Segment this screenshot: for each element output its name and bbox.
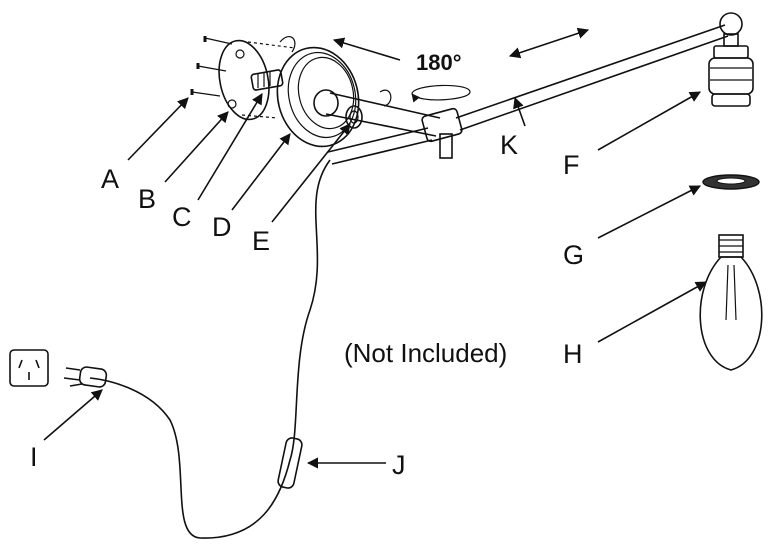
shade-ring <box>702 174 760 190</box>
wall-canopy <box>276 46 360 148</box>
rotation-indicators <box>279 36 471 107</box>
extend-arrow <box>508 27 590 59</box>
part-label-k: K <box>500 130 518 160</box>
part-label-e: E <box>252 226 270 256</box>
swing-arrow <box>332 37 401 61</box>
power-plug <box>63 366 108 388</box>
part-label-d: D <box>212 212 232 242</box>
part-label-a: A <box>101 164 119 194</box>
inline-switch <box>277 437 303 489</box>
wall-outlet-icon <box>9 349 49 387</box>
part-label-i: I <box>30 442 38 472</box>
part-label-f: F <box>563 150 580 180</box>
part-label-g: G <box>563 240 584 270</box>
part-label-b: B <box>138 184 156 214</box>
rotation-angle-label: 180° <box>416 50 462 75</box>
mounting-screws <box>190 36 233 97</box>
short-arm <box>325 92 441 137</box>
part-label-c: C <box>172 202 192 232</box>
part-label-j: J <box>392 450 406 480</box>
power-cord <box>89 159 331 539</box>
part-label-h: H <box>563 339 583 369</box>
light-bulb <box>699 234 763 371</box>
lamp-socket <box>708 12 754 107</box>
mounting-plate <box>218 39 296 121</box>
swing-arm <box>327 24 729 165</box>
leader-lines <box>43 91 707 469</box>
swing-joint <box>421 107 463 159</box>
threaded-nipple <box>250 69 284 91</box>
not-included-note: (Not Included) <box>344 338 507 368</box>
